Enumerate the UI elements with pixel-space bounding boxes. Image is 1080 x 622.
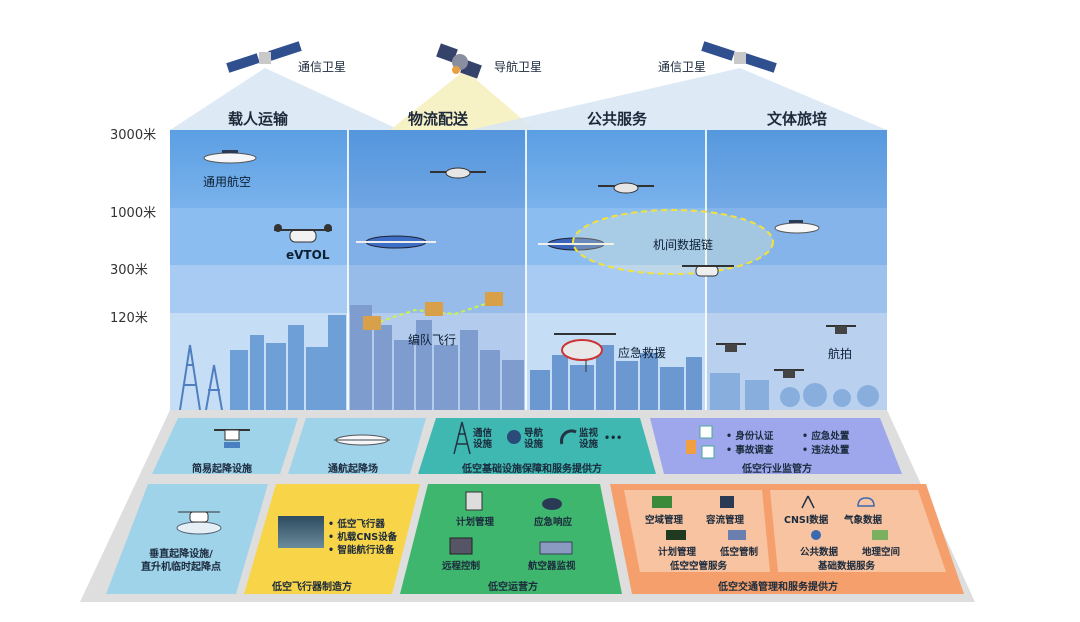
logistics-drone-high-icon [430, 167, 486, 179]
operator-item-0: 计划管理 [456, 517, 495, 528]
logistics-plane-icon [356, 235, 436, 249]
operator-item-2: 远程控制 [442, 561, 481, 572]
operator-item-1: 应急响应 [534, 517, 573, 528]
atc-icon [728, 530, 746, 540]
zone-header-passenger: 载人运输 [227, 110, 288, 128]
weather-icon [857, 497, 875, 507]
data-item-1: 气象数据 [844, 515, 883, 526]
emergency-icon [542, 498, 562, 510]
comm-satellite-right-icon [701, 41, 777, 73]
regulator-item-2: • 事故调查 [726, 445, 774, 456]
regulator-item-1: • 应急处置 [802, 431, 850, 442]
infra-more-label: ••• [604, 433, 623, 444]
simple-takeoff-label: 简易起降设施 [192, 464, 252, 475]
server-icon [465, 491, 483, 511]
vertiport-label: 垂直起降设施/ 直升机临时起降点 [141, 549, 221, 573]
atm-title: 低空空管服务 [670, 561, 728, 572]
data-item-2: 公共数据 [800, 547, 839, 558]
comm-tower-icon [453, 421, 471, 455]
data-title: 基础数据服务 [818, 561, 876, 572]
regulator-docs-icon [686, 425, 715, 459]
city-skyline [179, 305, 879, 410]
formation-drones-icon [363, 292, 503, 330]
surveillance-icon [539, 541, 573, 555]
zone-header-public-service: 公共服务 [586, 110, 647, 128]
operator-title: 低空运营方 [488, 582, 538, 593]
cnsi-icon [801, 495, 815, 509]
geospatial-icon [872, 530, 888, 540]
regulator-item-0: • 身份认证 [726, 431, 774, 442]
atm-item-1: 容流管理 [706, 515, 745, 526]
data-item-3: 地理空间 [862, 547, 901, 558]
zone-header-culture-tourism: 文体旅培 [766, 110, 827, 128]
remote-control-icon [449, 537, 473, 555]
data-item-0: CNSI数据 [784, 515, 829, 526]
nav-satellite-label: 导航卫星 [494, 60, 543, 74]
altitude-120: 120米 [110, 311, 148, 326]
evtol-label: eVTOL [286, 248, 330, 262]
aerial-drone-icon-3 [774, 369, 804, 378]
comm-satellite-right-label: 通信卫星 [658, 60, 707, 74]
manufacturer-item-1: • 机载CNS设备 [328, 532, 398, 543]
evtol-icon [274, 224, 332, 243]
infra-monitor-label: 监视 设施 [579, 428, 599, 450]
regulator-item-3: • 违法处置 [802, 445, 850, 456]
flow-mgmt-icon [720, 496, 734, 508]
public-service-plane-icon [538, 237, 614, 251]
nav-dish-icon [507, 430, 521, 444]
culture-evtol-icon [682, 265, 734, 277]
public-data-icon [811, 530, 821, 540]
airspace-mgmt-icon [652, 496, 672, 508]
manufacturer-title: 低空飞行器制造方 [272, 582, 352, 593]
plan-mgmt-icon [666, 530, 686, 540]
zone-header-logistics: 物流配送 [407, 110, 468, 128]
band-300 [170, 265, 887, 313]
airfield-plane-icon [334, 434, 390, 446]
manufacturer-photo [278, 516, 324, 548]
infra-nav-label: 导航 设施 [524, 428, 544, 450]
infra-comm-label: 通信 设施 [473, 428, 493, 450]
vertiport-icon [176, 511, 222, 535]
general-aviation-plane-icon [203, 150, 257, 164]
atm-item-3: 低空管制 [720, 547, 759, 558]
manufacturer-item-0: • 低空飞行器 [328, 519, 385, 530]
aerial-drone-icon-1 [716, 343, 746, 352]
altitude-3000: 3000米 [110, 128, 157, 143]
general-aviation-label: 通用航空 [203, 175, 252, 189]
band-3000 [170, 130, 887, 208]
landing-drone-icon [214, 429, 250, 448]
comm-satellite-left-label: 通信卫星 [298, 60, 347, 74]
culture-plane-icon [774, 220, 820, 234]
atm-item-2: 计划管理 [658, 547, 697, 558]
aerial-drone-icon-2 [826, 325, 856, 334]
airfield-label: 通航起降场 [328, 464, 378, 475]
formation-label: 编队飞行 [408, 333, 457, 347]
culture-shade [706, 130, 887, 410]
infra-title: 低空基础设施保障和服务提供方 [462, 464, 602, 475]
aerial-photo-label: 航拍 [828, 347, 853, 361]
public-service-drone-icon [598, 182, 654, 194]
altitude-300: 300米 [110, 263, 148, 278]
datalink-label: 机间数据链 [653, 238, 714, 252]
regulator-title: 低空行业监管方 [742, 464, 812, 475]
rescue-helicopter-icon [554, 333, 616, 372]
nav-satellite-icon [436, 43, 482, 79]
traffic-title: 低空交通管理和服务提供方 [718, 582, 838, 593]
rescue-label: 应急救援 [618, 346, 667, 360]
altitude-1000: 1000米 [110, 206, 157, 221]
datalink-ellipse [572, 209, 774, 275]
operator-item-3: 航空器监视 [528, 561, 576, 572]
comm-satellite-left-icon [226, 41, 302, 73]
manufacturer-item-2: • 智能航行设备 [328, 545, 395, 556]
atm-item-0: 空域管理 [645, 515, 684, 526]
radar-icon [560, 429, 577, 445]
